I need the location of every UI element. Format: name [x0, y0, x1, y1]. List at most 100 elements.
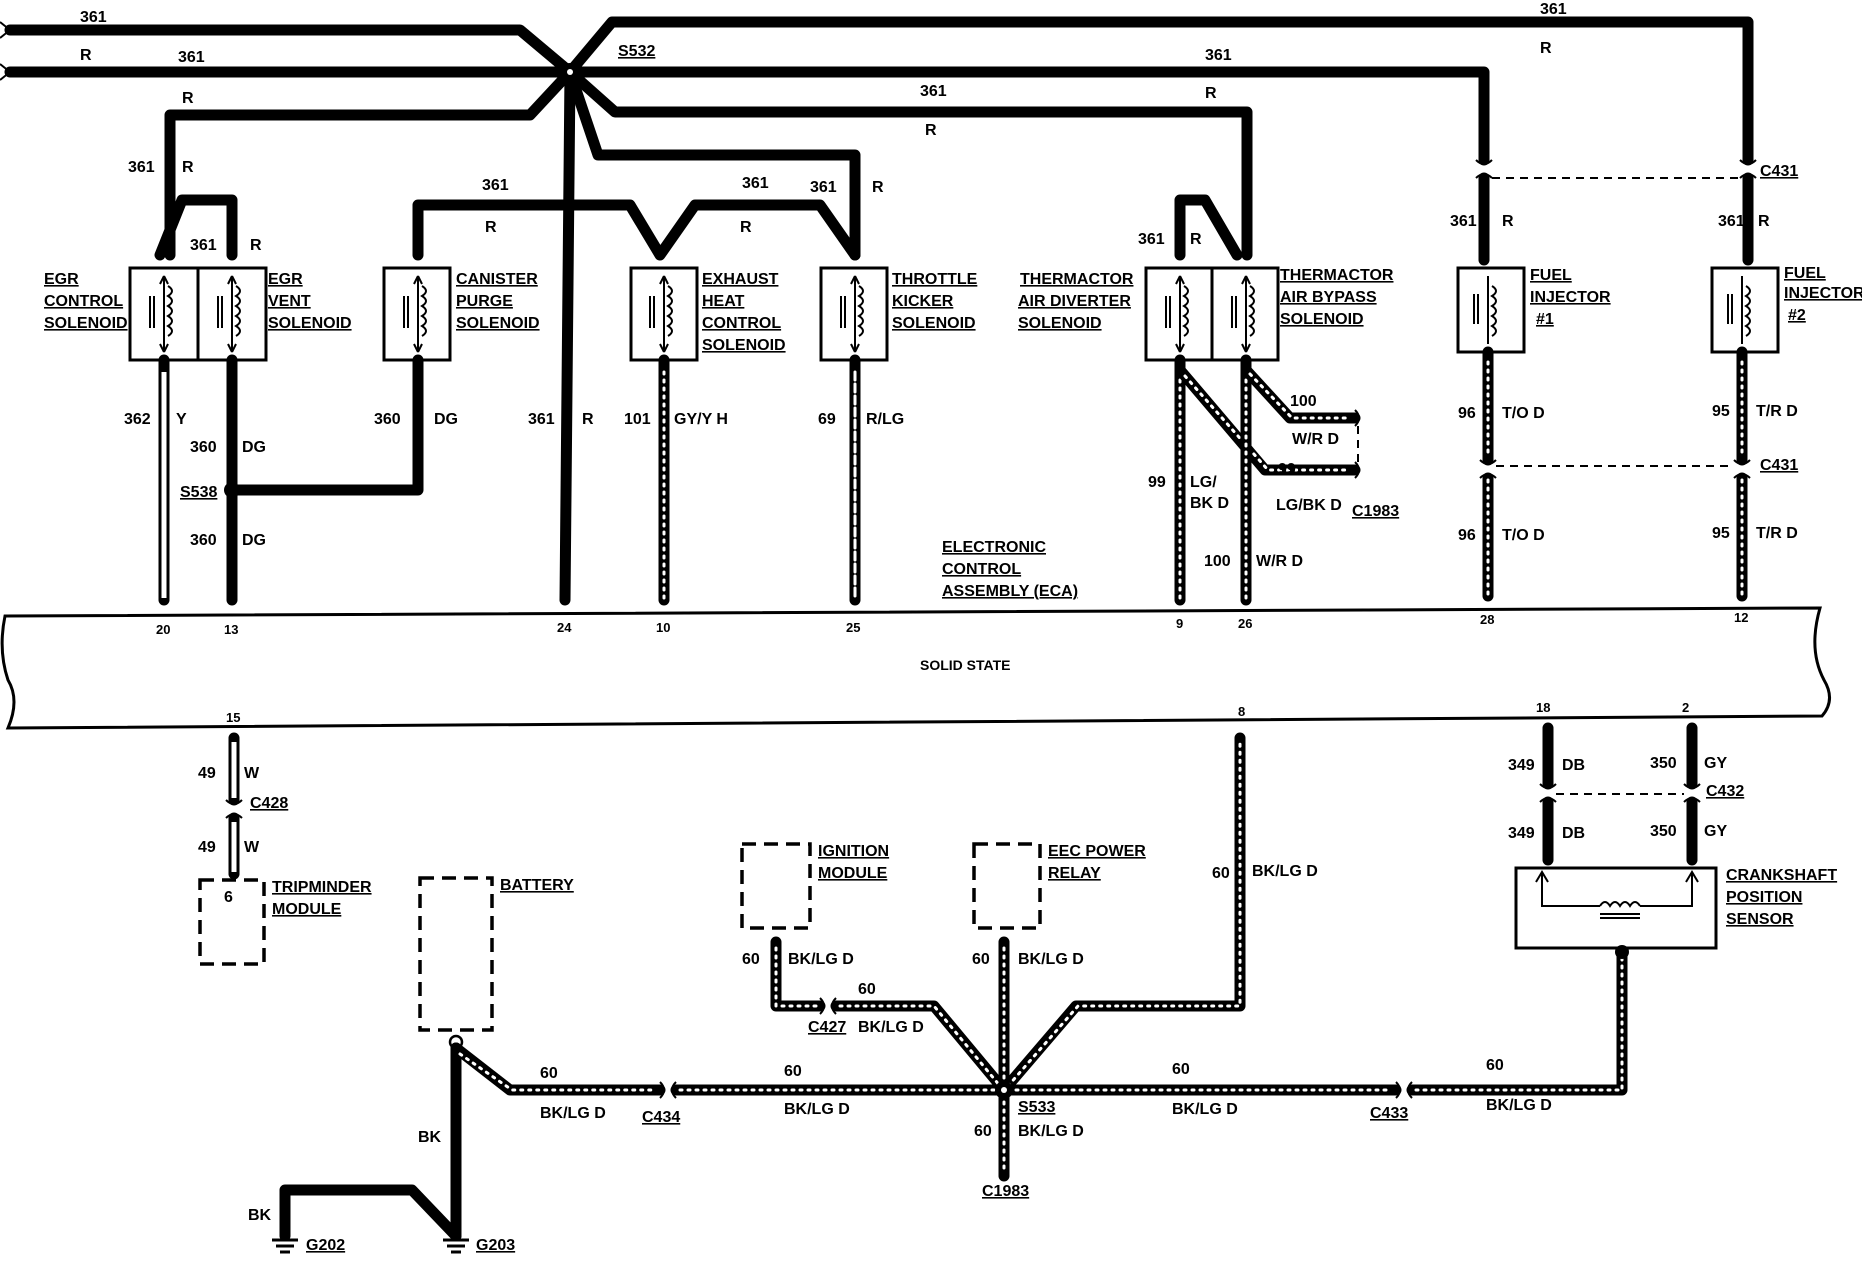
svg-text:SOLENOID: SOLENOID [702, 337, 786, 354]
svg-text:C432: C432 [1706, 783, 1744, 800]
svg-text:20: 20 [156, 622, 170, 637]
svg-text:VENT: VENT [268, 293, 311, 310]
crankshaft-sensor-label: CRANKSHAFT [1726, 867, 1837, 884]
svg-text:60: 60 [1486, 1057, 1504, 1074]
svg-text:T/R D: T/R D [1756, 525, 1798, 542]
svg-text:BK D: BK D [1190, 495, 1229, 512]
svg-text:25: 25 [846, 620, 860, 635]
svg-text:W/R D: W/R D [1292, 431, 1339, 448]
svg-text:361: 361 [178, 49, 205, 66]
svg-text:BK/LG D: BK/LG D [1018, 951, 1084, 968]
ignition-module-label: IGNITION [818, 843, 889, 860]
svg-text:THERMACTOR: THERMACTOR [1020, 271, 1134, 288]
svg-text:BK/LG D: BK/LG D [858, 1019, 924, 1036]
svg-text:R: R [182, 159, 194, 176]
coil-symbols [149, 275, 1751, 353]
svg-text:BK/LG D: BK/LG D [1486, 1097, 1552, 1114]
bus-connectors: C434 C433 C427 [642, 997, 1413, 1126]
battery-label: BATTERY [500, 877, 574, 894]
svg-text:R: R [182, 90, 194, 107]
svg-text:361: 361 [810, 179, 837, 196]
connector-c1983-lower: C1983 [982, 1183, 1029, 1200]
component-labels: EGR CONTROL SOLENOID EGR VENT SOLENOID C… [44, 265, 1862, 600]
svg-text:ASSEMBLY (ECA): ASSEMBLY (ECA) [942, 583, 1078, 600]
svg-text:PURGE: PURGE [456, 293, 513, 310]
svg-text:THERMACTOR: THERMACTOR [1280, 267, 1394, 284]
svg-text:95: 95 [1712, 403, 1730, 420]
svg-text:MODULE: MODULE [818, 865, 888, 882]
svg-text:#2: #2 [1788, 307, 1806, 324]
svg-text:R: R [925, 122, 937, 139]
svg-text:361: 361 [80, 9, 107, 26]
svg-text:349: 349 [1508, 825, 1535, 842]
svg-text:BK/LG D: BK/LG D [784, 1101, 850, 1118]
svg-text:100: 100 [1204, 553, 1231, 570]
svg-text:T/R D: T/R D [1756, 403, 1798, 420]
splice-s538 [224, 482, 240, 498]
svg-text:CANISTER: CANISTER [456, 271, 538, 288]
svg-text:C427: C427 [808, 1019, 846, 1036]
svg-text:R: R [740, 219, 752, 236]
battery-box [418, 876, 494, 1032]
svg-text:AIR DIVERTER: AIR DIVERTER [1018, 293, 1131, 310]
svg-text:R/LG: R/LG [866, 411, 904, 428]
svg-text:361: 361 [190, 237, 217, 254]
svg-text:101: 101 [624, 411, 651, 428]
svg-text:24: 24 [557, 620, 572, 635]
svg-text:60: 60 [972, 951, 990, 968]
crankshaft-sensor-box [1514, 866, 1718, 950]
svg-text:GY: GY [1704, 755, 1727, 772]
svg-text:C431: C431 [1760, 457, 1798, 474]
svg-text:T/O D: T/O D [1502, 405, 1545, 422]
connector-c1983-upper: C1983 [1352, 409, 1399, 520]
svg-text:15: 15 [226, 710, 240, 725]
svg-text:CONTROL: CONTROL [942, 561, 1021, 578]
svg-text:DB: DB [1562, 825, 1585, 842]
splice-s538-label: S538 [180, 484, 217, 501]
svg-text:R: R [485, 219, 497, 236]
tripminder-module-box [198, 878, 266, 966]
svg-text:100: 100 [1290, 393, 1317, 410]
svg-text:CONTROL: CONTROL [44, 293, 123, 310]
svg-text:60: 60 [784, 1063, 802, 1080]
svg-text:361: 361 [1138, 231, 1165, 248]
wire-49-tripminder: 49 W C428 49 W [198, 732, 288, 880]
svg-text:BK/LG D: BK/LG D [1172, 1101, 1238, 1118]
svg-text:LG/: LG/ [1190, 474, 1217, 491]
svg-text:SOLENOID: SOLENOID [892, 315, 976, 332]
svg-text:G203: G203 [476, 1237, 515, 1254]
svg-text:13: 13 [224, 622, 238, 637]
svg-text:CONTROL: CONTROL [702, 315, 781, 332]
tripminder-label: TRIPMINDER [272, 879, 372, 896]
svg-text:350: 350 [1650, 755, 1677, 772]
eca-solid-state: SOLID STATE [920, 657, 1010, 673]
svg-text:361: 361 [1205, 47, 1232, 64]
svg-text:MODULE: MODULE [272, 901, 342, 918]
svg-text:HEAT: HEAT [702, 293, 745, 310]
svg-text:12: 12 [1734, 610, 1748, 625]
svg-text:10: 10 [656, 620, 670, 635]
svg-text:26: 26 [1238, 616, 1252, 631]
svg-text:Y: Y [176, 411, 187, 428]
svg-text:G202: G202 [306, 1237, 345, 1254]
svg-text:95: 95 [1712, 525, 1730, 542]
svg-text:W: W [244, 765, 260, 782]
mid-wire-labels: 362 Y 360 DG 360 DG 360 DG 361 R 101 GY/… [124, 393, 1798, 570]
wire-60-bus [450, 732, 1628, 1182]
svg-text:60: 60 [1212, 865, 1230, 882]
svg-text:349: 349 [1508, 757, 1535, 774]
svg-text:W: W [244, 839, 260, 856]
svg-text:360: 360 [190, 532, 217, 549]
svg-text:60: 60 [974, 1123, 992, 1140]
svg-text:DB: DB [1562, 757, 1585, 774]
svg-text:361: 361 [920, 83, 947, 100]
splice-s533-label: S533 [1018, 1099, 1055, 1116]
svg-text:BK: BK [248, 1207, 272, 1224]
splice-s532-label: S532 [618, 43, 655, 60]
bus-labels: 60 BK/LG D 60 BK/LG D 60 BK/LG D 60 BK/L… [540, 863, 1552, 1140]
crankshaft-wires: 349 DB 350 GY C432 349 DB 350 GY [1508, 722, 1744, 866]
svg-text:THROTTLE: THROTTLE [892, 271, 978, 288]
svg-text:361: 361 [742, 175, 769, 192]
svg-text:R: R [582, 411, 594, 428]
